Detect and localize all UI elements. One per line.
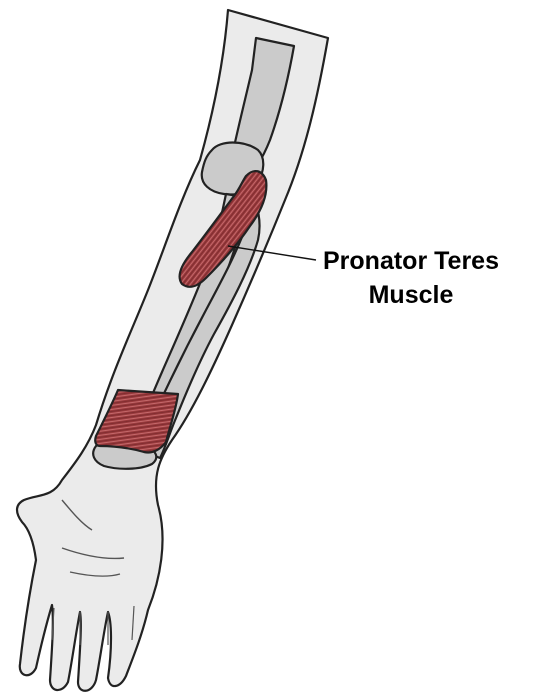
muscle-label: Pronator Teres Muscle (300, 244, 522, 312)
muscle-label-line2: Muscle (300, 278, 522, 312)
muscle-label-line1: Pronator Teres (300, 244, 522, 278)
